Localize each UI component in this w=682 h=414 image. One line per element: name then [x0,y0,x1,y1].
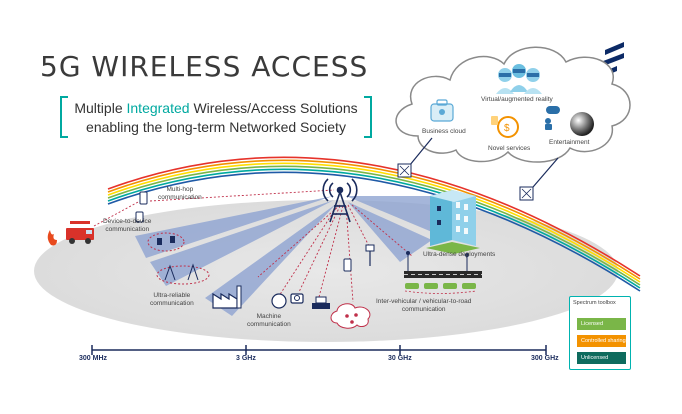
spectrum-toolbox-title: Spectrum toolbox [573,300,616,306]
label-entertainment: Entertainment [549,139,590,146]
svg-text:$: $ [504,123,510,134]
label-novel-services: Novel services [488,145,531,152]
label-multihop: Multi-hop communication [158,186,202,201]
briefcase-icon [430,99,454,122]
freq-label-300mhz: 300 MHz [79,355,108,362]
subtitle-line-1: Multiple Integrated Wireless/Access Solu… [74,100,358,116]
subtitle-highlight: Integrated [126,100,190,116]
freq-label-3ghz: 3 GHz [236,355,256,362]
sensor-pole-icon [365,244,375,266]
subtitle-line-2: enabling the long-term Networked Society [86,119,346,135]
label-machine: Machine communication [247,313,291,328]
novel-services-icon: $ [491,116,519,138]
subtitle: Multiple Integrated Wireless/Access Solu… [66,99,366,137]
cloud-services [395,46,631,163]
building-icon [426,190,480,254]
road-icon [404,251,482,278]
toolbox-item-controlled-sharing: Controlled sharing [577,335,626,347]
relay-node-icon [397,163,534,201]
toolbox-item-unlicensed: Unlicensed [577,352,626,364]
gamepad-icon [545,106,560,130]
car-icons [404,283,477,294]
spectrum-toolbox: Spectrum toolbox Licensed Controlled sha… [569,296,631,370]
label-d2d: Device-to-device communication [103,218,152,233]
label-business-cloud: Business cloud [422,128,466,135]
frequency-axis [91,345,547,355]
factory-icon [212,285,242,309]
entertainment-ball-icon [570,112,594,136]
radio-beams [135,196,438,316]
dashed-links [93,189,413,303]
health-cloud-icon [330,303,371,329]
subtitle-bracket-right [364,96,372,138]
vr-people-icon [496,64,542,94]
freq-label-300ghz: 300 GHz [531,355,559,362]
label-ultra-reliable: Ultra-reliable communication [150,292,194,307]
cell-tower-icon [322,178,358,223]
rainbow-spectrum-arcs [107,156,641,292]
label-v2x: Inter-vehicular / vehicular-to-road comm… [376,298,472,313]
d2d-cluster [147,232,185,252]
label-ultra-dense: Ultra-dense deployments [423,251,496,258]
ultra-reliable-cluster [156,263,210,285]
fire-truck-icon [66,221,94,244]
label-vr: Virtual/augmented reality [481,96,553,103]
phone-device-icons [135,191,352,272]
toolbox-item-licensed: Licensed [577,318,626,330]
machine-devices-icon [271,293,330,309]
subtitle-bracket-left [60,96,68,138]
page-title: 5G WIRELESS ACCESS [40,50,369,83]
flame-icon [47,230,57,246]
freq-label-30ghz: 30 GHz [388,355,412,362]
